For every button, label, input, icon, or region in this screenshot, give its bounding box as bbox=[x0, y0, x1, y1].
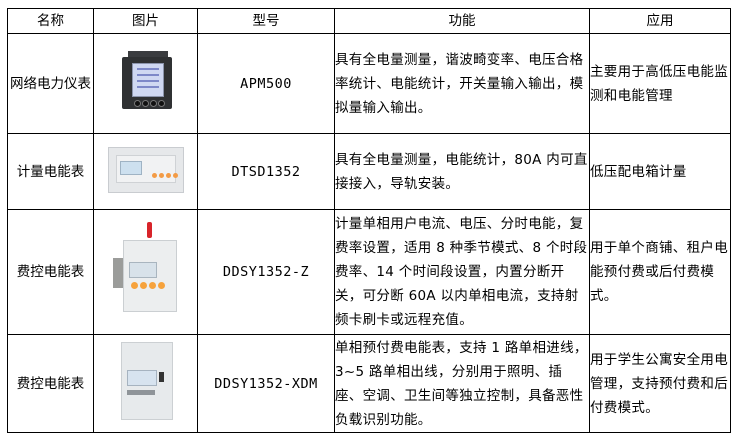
table-row: 网络电力仪表 APM500 具有全电量测量，谐波畸变率、电压合格率统计、电能统计… bbox=[7, 33, 731, 134]
product-application: 低压配电箱计量 bbox=[589, 133, 731, 210]
product-name: 计量电能表 bbox=[7, 133, 94, 210]
product-model: DDSY1352-Z bbox=[197, 209, 335, 335]
product-name: 费控电能表 bbox=[7, 334, 94, 433]
product-picture-cell bbox=[93, 33, 198, 134]
product-application: 主要用于高低压电能监测和电能管理 bbox=[589, 33, 731, 134]
dtsd1352-meter-image bbox=[106, 143, 186, 193]
product-name: 网络电力仪表 bbox=[7, 33, 94, 134]
product-application: 用于学生公寓安全用电管理，支持预付费和后付费模式。 bbox=[589, 334, 731, 433]
header-function: 功能 bbox=[334, 8, 590, 34]
header-row: 名称 图片 型号 功能 应用 bbox=[7, 8, 731, 34]
product-spec-table: 名称 图片 型号 功能 应用 网络电力仪表 APM500 具有全电量测量，谐波畸… bbox=[7, 8, 731, 433]
product-application: 用于单个商铺、租户电能预付费或后付费模式。 bbox=[589, 209, 731, 335]
product-model: APM500 bbox=[197, 33, 335, 134]
product-picture-cell bbox=[93, 133, 198, 210]
ddsy1352-xdm-meter-image bbox=[119, 340, 173, 420]
header-name: 名称 bbox=[7, 8, 94, 34]
header-model: 型号 bbox=[197, 8, 335, 34]
product-name: 费控电能表 bbox=[7, 209, 94, 335]
table-row: 计量电能表 DTSD1352 具有全电量测量，电能统计，80A 内可直接接入，导… bbox=[7, 133, 731, 210]
apm500-meter-image bbox=[118, 49, 174, 111]
product-picture-cell bbox=[93, 334, 198, 433]
product-model: DDSY1352-XDM bbox=[197, 334, 335, 433]
table-row: 费控电能表 DDSY1352-XDM 单相预付费电能表，支持 1 路单相进线，3… bbox=[7, 334, 731, 433]
product-function: 单相预付费电能表，支持 1 路单相进线，3~5 路单相出线，分别用于照明、插座、… bbox=[334, 334, 590, 433]
header-application: 应用 bbox=[589, 8, 731, 34]
antenna-icon bbox=[146, 222, 152, 238]
table-row: 费控电能表 DDSY1352-Z 计量单相用户电流、电压、分时电能，复费率设置，… bbox=[7, 209, 731, 335]
product-function: 计量单相用户电流、电压、分时电能，复费率设置，适用 8 种季节模式、8 个时段费… bbox=[334, 209, 590, 335]
product-model: DTSD1352 bbox=[197, 133, 335, 210]
ddsy1352-z-meter-image bbox=[111, 220, 181, 316]
product-function: 具有全电量测量，谐波畸变率、电压合格率统计、电能统计，开关量输入输出，模拟量输入… bbox=[334, 33, 590, 134]
product-function: 具有全电量测量，电能统计，80A 内可直接接入，导轨安装。 bbox=[334, 133, 590, 210]
product-picture-cell bbox=[93, 209, 198, 335]
header-picture: 图片 bbox=[93, 8, 198, 34]
